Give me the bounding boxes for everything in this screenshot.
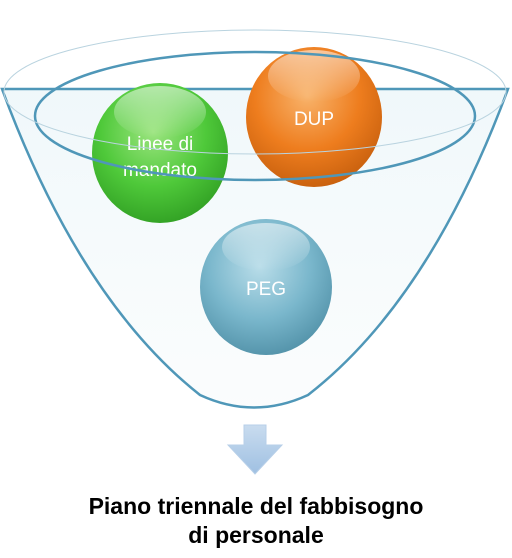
bubble-dup: DUP <box>246 47 382 187</box>
bubble-peg: PEG <box>200 219 332 355</box>
result-title-line2: di personale <box>188 522 324 548</box>
funnel-rim <box>33 50 477 182</box>
arrow-down-icon <box>226 424 284 475</box>
result-title-line1: Piano triennale del fabbisogno <box>88 493 424 519</box>
bubble-label-linee-line1: Linee di <box>127 134 194 155</box>
result-title: Piano triennale del fabbisogno di person… <box>0 492 512 550</box>
funnel-rim-outer <box>3 29 507 155</box>
bubble-label-peg: PEG <box>246 279 286 300</box>
bubble-linee-di-mandato: Linee di mandato <box>92 83 228 223</box>
bubble-label-dup: DUP <box>294 109 334 130</box>
